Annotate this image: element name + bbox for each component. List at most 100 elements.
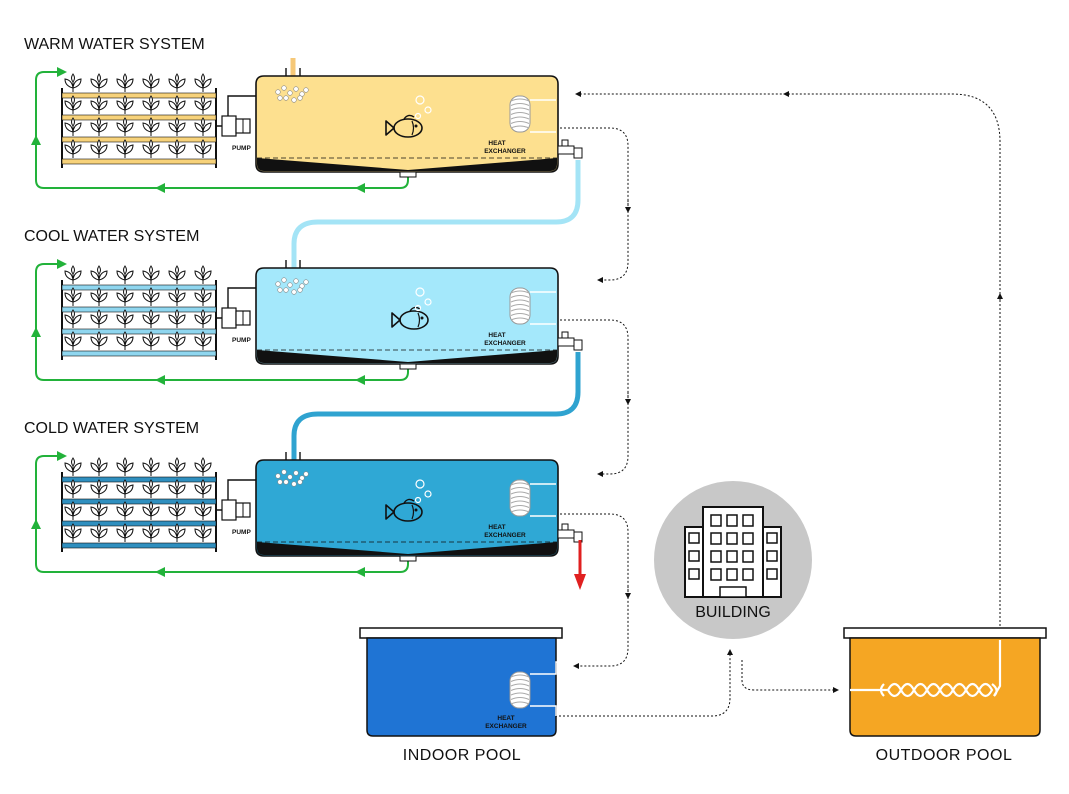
plant-icon <box>90 309 108 328</box>
building-icon <box>684 506 782 598</box>
heat-exchanger-icon <box>509 479 556 517</box>
outdoor-pool-label: OUTDOOR POOL <box>876 747 1013 764</box>
plant-icon <box>168 287 186 306</box>
plant-icon <box>64 523 82 542</box>
plant-icon <box>168 117 186 136</box>
plant-icon <box>168 331 186 350</box>
grow-rack <box>61 457 217 552</box>
plant-icon <box>142 309 160 328</box>
plant-icon <box>168 265 186 284</box>
plant-icon <box>90 523 108 542</box>
pump-icon <box>221 115 251 137</box>
valve-icon <box>557 523 583 543</box>
plant-icon <box>142 331 160 350</box>
system-title: COOL WATER SYSTEM <box>24 228 199 245</box>
hx-label: HEAT <box>488 332 505 339</box>
fish-icon <box>385 498 423 522</box>
coil-icon <box>850 640 1002 698</box>
plant-icon <box>194 331 212 350</box>
plant-icon <box>142 457 160 476</box>
plant-icon <box>64 139 82 158</box>
plant-icon <box>90 139 108 158</box>
fish-icon <box>391 306 429 330</box>
indoor-pool: HEAT EXCHANGER INDOOR POOL <box>359 627 576 764</box>
plant-icon <box>90 501 108 520</box>
pump-label: PUMP <box>232 529 251 536</box>
fish-tank <box>255 68 559 178</box>
plant-icon <box>116 139 134 158</box>
heat-flow-lines <box>555 91 1003 717</box>
indoor-hx-label-2: EXCHANGER <box>485 723 527 730</box>
plant-icon <box>194 139 212 158</box>
plant-icon <box>64 331 82 350</box>
heat-exchanger-icon <box>509 287 556 325</box>
valve-icon <box>557 139 583 159</box>
plant-icon <box>194 117 212 136</box>
plant-icon <box>64 479 82 498</box>
plant-icon <box>168 95 186 114</box>
valve-icon <box>557 331 583 351</box>
plant-icon <box>90 95 108 114</box>
plant-icon <box>116 73 134 92</box>
recirculation-loop <box>31 451 409 577</box>
drain-arrow <box>574 540 586 590</box>
plant-icon <box>116 501 134 520</box>
pump-label: PUMP <box>232 337 251 344</box>
indoor-pool-label: INDOOR POOL <box>403 747 521 764</box>
plant-icon <box>64 95 82 114</box>
plant-icon <box>64 309 82 328</box>
plant-icon <box>64 73 82 92</box>
hx-label: EXCHANGER <box>484 148 526 155</box>
plant-icon <box>194 501 212 520</box>
plant-icon <box>194 523 212 542</box>
system-title: WARM WATER SYSTEM <box>24 36 205 53</box>
plant-icon <box>116 95 134 114</box>
recirculation-loop <box>31 67 409 193</box>
plant-icon <box>90 117 108 136</box>
plant-icon <box>168 309 186 328</box>
plant-icon <box>90 73 108 92</box>
plant-icon <box>194 479 212 498</box>
plant-icon <box>168 457 186 476</box>
bubbles-icon <box>275 85 309 103</box>
heat-exchanger-icon <box>509 95 556 133</box>
plant-icon <box>168 73 186 92</box>
plant-icon <box>90 331 108 350</box>
outdoor-pool: OUTDOOR POOL <box>843 627 1047 764</box>
system-title: COLD WATER SYSTEM <box>24 420 199 437</box>
plant-icon <box>116 117 134 136</box>
building: BUILDING <box>652 479 814 641</box>
plant-icon <box>142 265 160 284</box>
air-bubbles <box>414 95 432 120</box>
plant-icon <box>142 523 160 542</box>
plant-icon <box>194 309 212 328</box>
hx-label: EXCHANGER <box>484 532 526 539</box>
plant-icon <box>194 457 212 476</box>
plant-icon <box>116 309 134 328</box>
air-bubbles <box>414 287 432 312</box>
fish-tank <box>255 452 559 562</box>
pipe-warm-to-cool <box>291 160 581 272</box>
plant-icon <box>64 265 82 284</box>
plant-icon <box>142 501 160 520</box>
plant-icon <box>142 95 160 114</box>
hx-label: EXCHANGER <box>484 340 526 347</box>
air-bubbles <box>414 479 432 504</box>
plant-icon <box>64 501 82 520</box>
plant-icon <box>142 479 160 498</box>
plant-icon <box>90 457 108 476</box>
plant-icon <box>64 457 82 476</box>
plant-icon <box>90 287 108 306</box>
plant-icon <box>142 73 160 92</box>
bubbles-icon <box>275 277 309 295</box>
grow-rack <box>61 265 217 360</box>
plant-icon <box>116 331 134 350</box>
plant-icon <box>142 117 160 136</box>
plant-icon <box>168 501 186 520</box>
recirculation-loop <box>31 259 409 385</box>
pump-label: PUMP <box>232 145 251 152</box>
plant-icon <box>194 73 212 92</box>
plant-icon <box>64 287 82 306</box>
plant-icon <box>90 479 108 498</box>
